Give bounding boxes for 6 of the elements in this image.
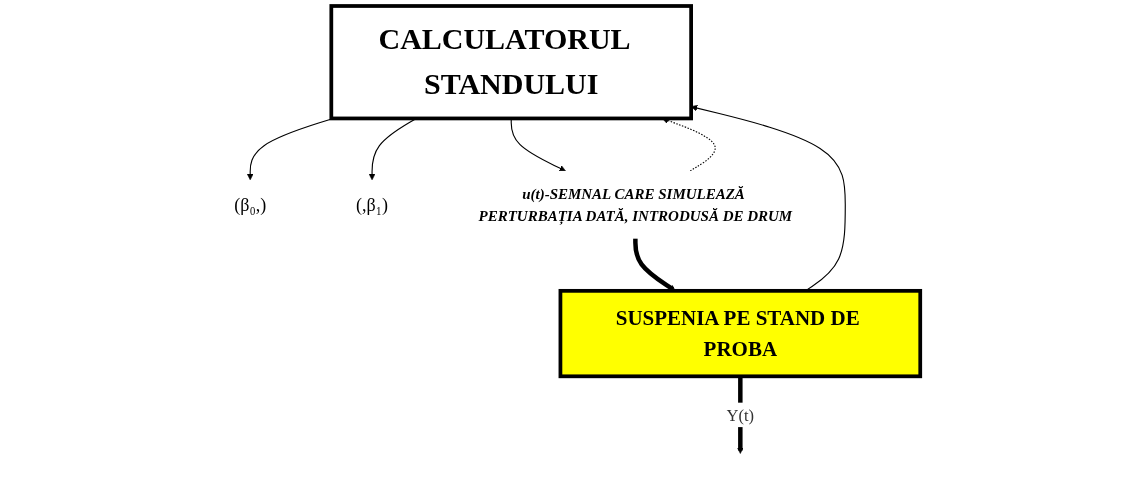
node-text: u(t)-SEMNAL CARE SIMULEAZĂ PERTURBAȚIA DATĂ, INTRODUSĂ DE DRUM: [478, 185, 793, 225]
node-box: SUSPENIA PE STAND DE PROBA: [558, 288, 923, 379]
node-text: (,β₁): [356, 194, 389, 215]
node-box: CALCULATORUL STANDULUI: [329, 4, 693, 121]
node-text: (β₀,): [234, 194, 267, 215]
edge-label: Y(t): [726, 405, 755, 425]
